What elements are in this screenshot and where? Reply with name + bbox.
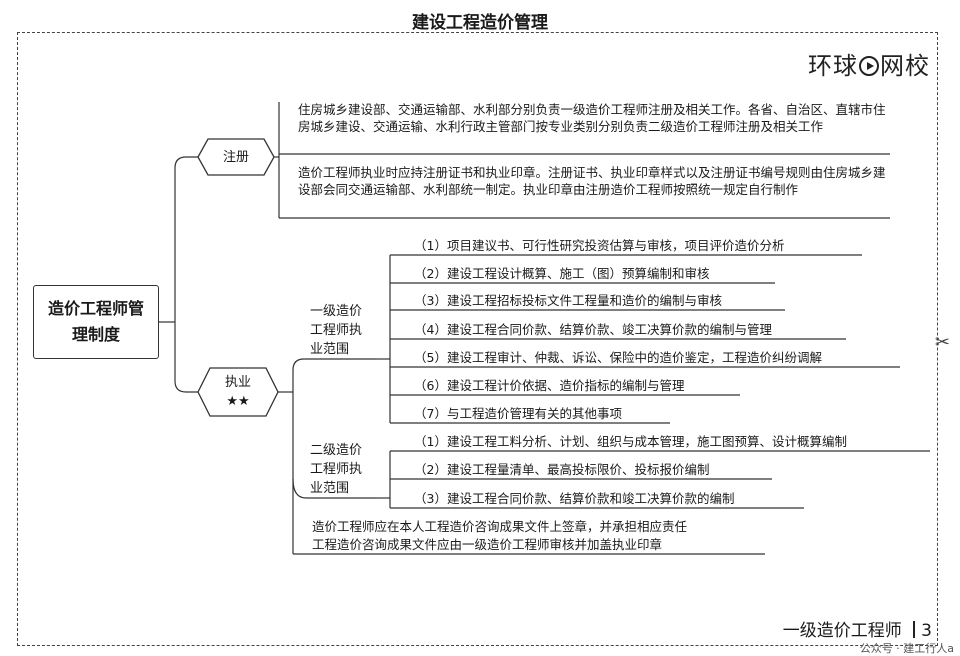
importance-stars: ★★ <box>226 394 250 409</box>
level2-scope-label: 二级造价工程师执业范围 <box>310 443 363 496</box>
registration-para-2: 造价工程师执业时应持注册证书和执业印章。注册证书、执业印章样式以及注册证书编号规… <box>298 165 886 197</box>
hex-registration-shape <box>197 138 275 176</box>
node-registration: 注册 <box>198 139 274 175</box>
level1-item: （5）建设工程审计、仲裁、诉讼、保险中的造价鉴定，工程造价纠纷调解 <box>414 350 822 365</box>
brand-logo: 环球网校 <box>808 46 930 81</box>
node-practice: 执业 ★★ <box>198 368 278 416</box>
scissors-icon: ✂ <box>934 332 950 353</box>
page-footer: 一级造价工程师 3 <box>783 616 932 641</box>
level2-item: （3）建设工程合同价款、结算价款和竣工决算价款的编制 <box>414 491 735 506</box>
level2-item: （1）建设工程工料分析、计划、组织与成本管理，施工图预算、设计概算编制 <box>414 434 847 449</box>
level1-item: （4）建设工程合同价款、结算价款、竣工决算价款的编制与管理 <box>414 322 772 337</box>
root-node: 造价工程师管理制度 <box>33 285 159 359</box>
practice-note: 造价工程师应在本人工程造价咨询成果文件上签章，并承担相应责任 <box>312 519 688 534</box>
level1-scope-label: 一级造价工程师执业范围 <box>310 304 363 357</box>
page-frame <box>17 32 938 646</box>
footer-label: 一级造价工程师 <box>782 621 902 641</box>
node-practice-label: 执业 <box>224 375 251 390</box>
level1-item: （1）项目建议书、可行性研究投资估算与审核，项目评价造价分析 <box>414 238 785 253</box>
level2-item: （2）建设工程量清单、最高投标限价、投标报价编制 <box>414 462 710 477</box>
page-title: 建设工程造价管理 <box>412 13 548 33</box>
watermark: 公众号 · 建工行人a <box>859 642 954 655</box>
level1-item: （7）与工程造价管理有关的其他事项 <box>414 406 622 421</box>
hex-practice-shape <box>197 367 279 417</box>
play-ring-icon <box>859 56 879 76</box>
practice-note: 工程造价咨询成果文件应由一级造价工程师审核并加盖执业印章 <box>312 537 663 552</box>
footer-separator <box>913 621 916 638</box>
brand-part1: 环球 <box>808 52 858 80</box>
registration-para-1: 住房城乡建设部、交通运输部、水利部分别负责一级造价工程师注册及相关工作。各省、自… <box>298 102 886 134</box>
level1-item: （2）建设工程设计概算、施工（图）预算编制和审核 <box>414 266 710 281</box>
brand-part2: 网校 <box>880 52 930 80</box>
page-number: 3 <box>921 621 932 641</box>
level1-item: （6）建设工程计价依据、造价指标的编制与管理 <box>414 378 685 393</box>
level1-item: （3）建设工程招标投标文件工程量和造价的编制与审核 <box>414 293 722 308</box>
node-registration-label: 注册 <box>222 149 249 165</box>
